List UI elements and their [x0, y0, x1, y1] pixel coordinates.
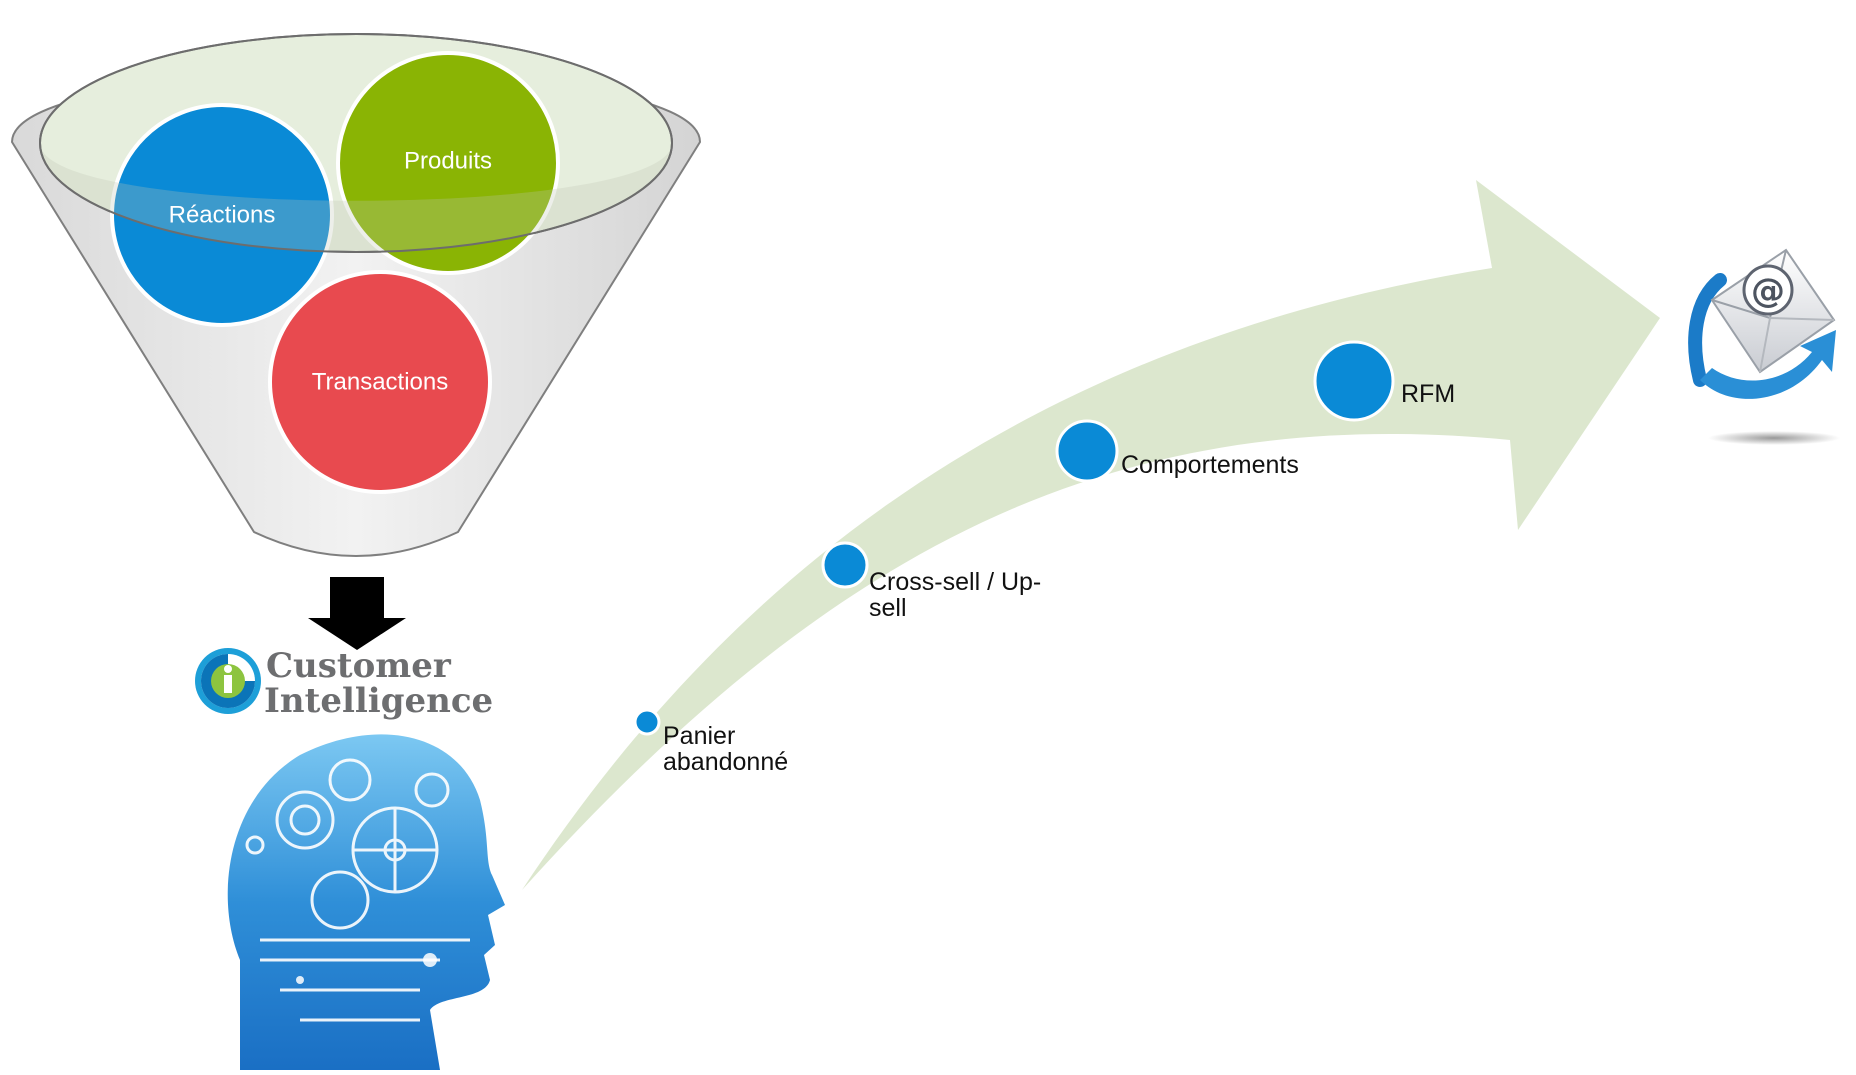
- email-icon: @: [1688, 248, 1840, 445]
- step-panier-line2: abandonné: [663, 748, 789, 776]
- step-cross-sell-line2: sell: [869, 594, 907, 622]
- step-cross-sell-line1: Cross-sell / Up-: [869, 568, 1042, 596]
- step-dot-cross-sell: [821, 541, 869, 589]
- brand-line-2: Intelligence: [264, 681, 493, 721]
- reactions-circle: [110, 103, 334, 327]
- down-arrow-icon: [308, 577, 406, 650]
- journey-arrow: [522, 180, 1660, 890]
- reactions-label: Réactions: [169, 201, 276, 228]
- customer-intelligence-logo: Customer Intelligence: [195, 646, 493, 721]
- step-comportements-line1: Comportements: [1121, 451, 1299, 479]
- produits-circle: [336, 51, 560, 275]
- step-rfm-line1: RFM: [1401, 380, 1456, 408]
- gear-head-icon: [190, 722, 530, 1070]
- step-dot-comportements: [1055, 419, 1119, 483]
- transactions-circle: [268, 270, 492, 494]
- step-panier-line1: Panier: [663, 722, 736, 750]
- transactions-label: Transactions: [312, 368, 449, 395]
- step-label-panier: Panier abandonné: [663, 723, 788, 775]
- step-label-rfm: RFM: [1401, 381, 1455, 407]
- funnel: Réactions Produits Transactions: [10, 33, 702, 557]
- step-label-cross-sell: Cross-sell / Up- sell: [869, 569, 1041, 621]
- step-label-comportements: Comportements: [1121, 452, 1299, 478]
- svg-text:@: @: [1751, 271, 1785, 311]
- produits-label: Produits: [404, 147, 492, 174]
- step-dot-panier: [633, 708, 661, 736]
- step-dot-rfm: [1313, 340, 1395, 422]
- brand-line-1: Customer: [266, 646, 452, 686]
